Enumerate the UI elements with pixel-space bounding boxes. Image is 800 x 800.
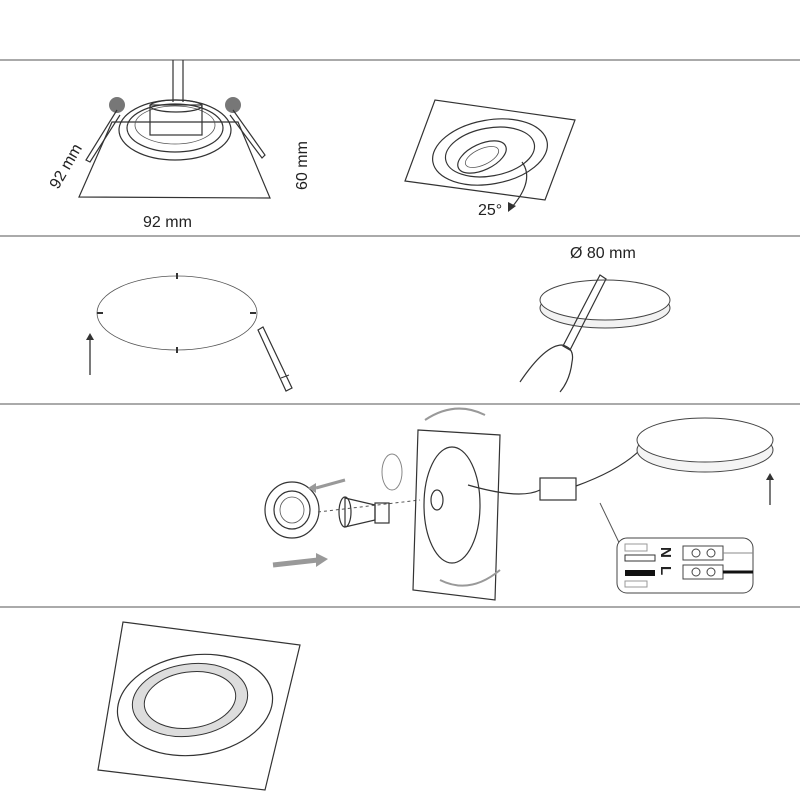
spring-clip-icon	[109, 97, 125, 113]
remove-arrow-icon	[315, 478, 346, 490]
pencil-icon	[257, 326, 293, 392]
tilt-angle-drawing	[404, 99, 576, 212]
rotate-arrow-icon	[439, 569, 501, 587]
insert-arrow-icon	[272, 557, 319, 568]
assembly-drawing	[264, 407, 774, 601]
hand-icon	[519, 344, 574, 393]
lamp-ring	[264, 481, 320, 539]
ceiling-cutout-marking	[86, 273, 293, 392]
spring-clip-icon	[225, 97, 241, 113]
neutral-label: N	[657, 547, 674, 558]
spotlight-dimension-drawing	[78, 60, 271, 199]
rotate-arrow-icon	[424, 407, 486, 421]
live-label: L	[657, 566, 674, 575]
installed-spotlight-drawing	[97, 621, 301, 791]
tilt-arrow-icon	[511, 161, 528, 208]
width-dimension-label: 92 mm	[143, 214, 192, 231]
height-dimension-label: 60 mm	[294, 141, 311, 190]
depth-dimension-label: 92 mm	[47, 141, 86, 192]
rotate-arrow-icon	[381, 453, 403, 491]
cutout-diameter-label: Ø 80 mm	[570, 245, 636, 262]
tilt-angle-label: 25°	[478, 202, 502, 219]
wiring-inset	[616, 537, 754, 594]
square-frame	[412, 429, 501, 601]
terminal-block-icon	[539, 477, 577, 501]
ceiling-cutout-saw	[519, 274, 671, 393]
